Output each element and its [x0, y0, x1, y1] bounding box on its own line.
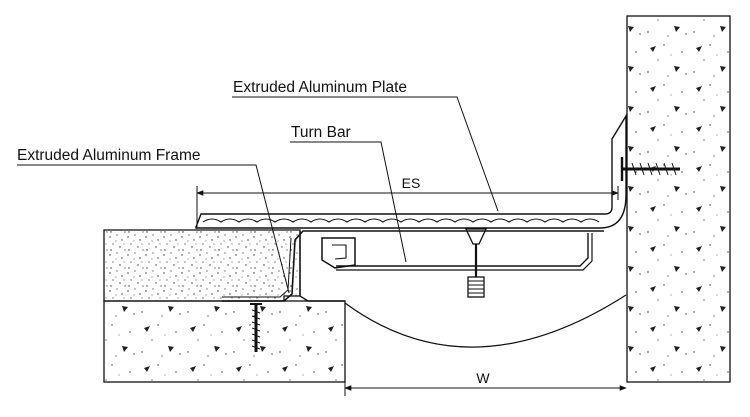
es-dimension — [196, 186, 619, 228]
w-dimension — [344, 302, 627, 396]
aluminum-frame — [222, 230, 604, 302]
label-aluminum-frame: Extruded Aluminum Frame — [17, 147, 201, 164]
right-wall — [626, 15, 731, 383]
left-topping-layer — [103, 229, 301, 302]
label-aluminum-plate: Extruded Aluminum Plate — [233, 79, 407, 96]
aluminum-plate — [195, 113, 627, 229]
label-turn-bar: Turn Bar — [291, 124, 351, 141]
frame-screw-icon — [250, 303, 262, 352]
w-dimension-label: W — [476, 370, 490, 386]
left-concrete-slab — [103, 300, 346, 383]
leader-lines — [17, 96, 499, 294]
anchor-bolt-icon — [464, 228, 488, 298]
turn-bar — [336, 233, 593, 271]
wall-screw-icon — [620, 157, 680, 181]
es-dimension-label: ES — [402, 175, 421, 191]
moisture-barrier — [344, 294, 627, 348]
